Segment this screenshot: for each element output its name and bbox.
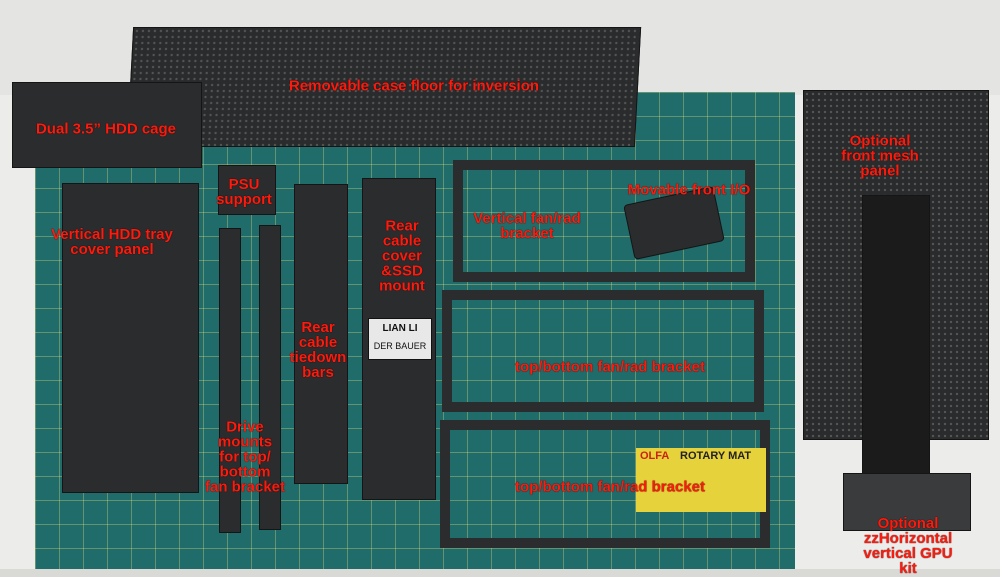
label-case-floor: Removable case floor for inversion <box>288 77 540 95</box>
label-psu-support: PSU support <box>216 176 272 208</box>
label-front-io: Movable front I/O <box>627 181 751 199</box>
label-hdd-tray-cover: Vertical HDD tray cover panel <box>51 226 173 258</box>
label-fan-bracket-1: top/bottom fan/rad bracket <box>514 358 706 376</box>
drive-mount-bar-2 <box>259 225 281 530</box>
fan-bracket-part-1 <box>442 290 764 412</box>
label-front-mesh: Optional front mesh panel <box>841 132 919 180</box>
label-tiedown-bars: Rear cable tiedown bars <box>289 319 347 381</box>
mat-logo-box: OLFA ROTARY MAT <box>636 448 766 512</box>
label-hdd-cage: Dual 3.5” HDD cage <box>35 120 177 138</box>
mat-brand-logo: OLFA <box>640 450 670 462</box>
brand-logo-bottom: DER BAUER <box>373 341 427 351</box>
hdd-cage-part <box>12 82 202 168</box>
gpu-bracket-part <box>843 473 971 531</box>
label-drive-mounts: Drive mounts for top/ bottom fan bracket <box>204 418 286 496</box>
brand-logo-top: LIAN LI <box>382 323 418 334</box>
tiedown-bar-part <box>294 184 348 484</box>
drive-mount-bar-1 <box>219 228 241 533</box>
vertical-fan-bracket-part <box>453 160 755 282</box>
psu-support-part <box>218 165 276 215</box>
brand-plate: LIAN LI DER BAUER <box>368 318 432 360</box>
hdd-tray-cover-part <box>62 183 199 493</box>
label-rear-cable-cover: Rear cable cover &SSD mount <box>379 217 425 295</box>
mat-name-logo: ROTARY MAT <box>680 450 752 462</box>
label-fan-bracket-2: top/bottom fan/rad bracket <box>514 478 706 496</box>
riser-cable-part <box>862 195 930 520</box>
label-gpu-kit: Optional zzHorizontal vertical GPU kit <box>863 515 953 577</box>
label-vertical-fan-bracket: Vertical fan/rad bracket <box>473 210 581 242</box>
